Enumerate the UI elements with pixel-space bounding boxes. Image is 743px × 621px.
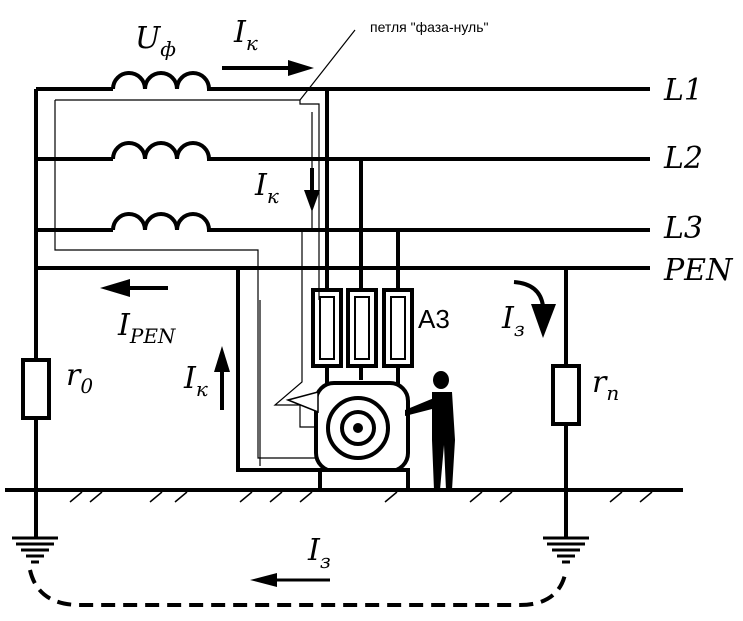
label-pen: PEN: [663, 253, 734, 288]
label-l2: L2: [663, 141, 703, 176]
ground-symbol-left: [12, 536, 58, 564]
resistor-rp: [551, 364, 581, 426]
bus-lines: [36, 87, 650, 270]
winding-phase-1: [111, 71, 215, 91]
arrow-ik-down: [304, 168, 320, 212]
arrow-ipen-left: [100, 279, 168, 297]
label-l1: L1: [663, 73, 703, 108]
ground-line: [5, 488, 683, 503]
motor: [285, 381, 410, 492]
winding-phase-3: [111, 212, 215, 232]
label-iz-bottom: Iз: [307, 533, 331, 573]
label-iz-right: Iз: [501, 301, 525, 341]
label-ik-top: Iк: [233, 15, 258, 55]
supply-frame: [34, 87, 113, 360]
arrow-ik-up: [214, 346, 230, 410]
earth-return-path: [28, 569, 568, 607]
breaker-3: [382, 288, 414, 368]
breaker-1: [311, 288, 343, 368]
ground-symbol-right: [543, 536, 589, 564]
label-ipen: IPEN: [117, 308, 177, 348]
label-ik-left: Iк: [183, 361, 208, 401]
arrows: [100, 60, 556, 587]
label-u-phase: Uф: [135, 21, 176, 61]
transformer-windings: [111, 71, 215, 232]
arrow-iz-right: [513, 280, 556, 338]
label-a3: А3: [418, 304, 450, 334]
label-l3: L3: [663, 211, 703, 246]
label-rp: rп: [592, 365, 619, 405]
winding-phase-2: [111, 141, 215, 161]
label-loop-note: петля "фаза-нуль": [370, 19, 489, 35]
breaker-a3: [311, 89, 414, 385]
right-ground-branch: [551, 268, 581, 538]
left-ground-branch: [21, 268, 51, 538]
arrow-iz-bottom: [250, 573, 330, 587]
phase-zero-loop: [54, 29, 356, 466]
breaker-2: [346, 288, 378, 368]
resistor-r0: [21, 358, 51, 420]
person-silhouette: [405, 371, 455, 490]
label-r0: r0: [66, 358, 93, 398]
pen-to-motor: [236, 268, 322, 472]
labels: Uф Iк петля "фаза-нуль" L1 L2 L3 PEN Iк …: [66, 15, 734, 573]
label-ik-mid: Iк: [254, 168, 279, 208]
arrow-ik-top: [222, 60, 314, 76]
